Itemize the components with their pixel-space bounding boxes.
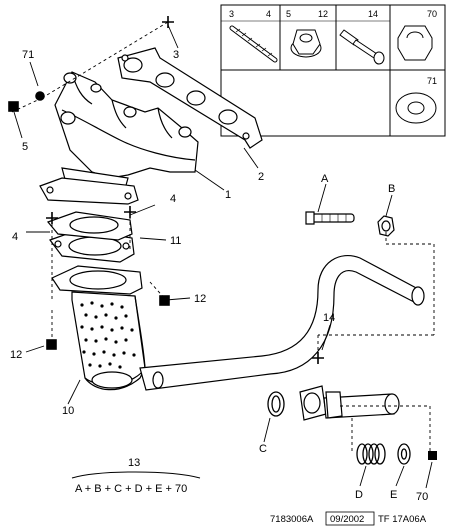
leader-lines <box>13 24 433 489</box>
washer-e <box>397 443 411 465</box>
callout-5: 5 <box>22 141 28 153</box>
bolt-a <box>305 211 355 225</box>
parts-box <box>220 4 446 137</box>
part-12-label: 12 <box>318 9 328 19</box>
footer-date: 09/2002 <box>330 514 364 525</box>
callout-e: E <box>390 489 397 501</box>
spring-d <box>356 443 386 465</box>
catalyst-gasket-plate <box>46 211 133 241</box>
stud-icon <box>229 25 278 63</box>
bolt-icon <box>339 29 385 65</box>
nut-70-marker <box>428 451 437 460</box>
callout-11: 11 <box>170 235 181 247</box>
part-14-label: 14 <box>368 9 378 19</box>
flange-nut-icon <box>290 29 322 58</box>
marker-symbols <box>8 16 324 364</box>
footer-reference: 7183006A <box>270 514 314 525</box>
rear-pipe-connection <box>299 385 400 421</box>
callout-2: 2 <box>258 171 264 183</box>
callout-71: 71 <box>22 49 34 61</box>
callout-10: 10 <box>62 405 74 417</box>
exhaust-downpipe <box>139 254 425 391</box>
exhaust-manifold <box>39 71 199 205</box>
sealing-ring-c <box>267 391 285 417</box>
callout-1: 1 <box>225 189 231 201</box>
callout-4-upper: 4 <box>170 193 176 205</box>
part-5-label: 5 <box>286 9 291 19</box>
callout-3: 3 <box>173 49 179 61</box>
footer-code: TF 17A06A <box>378 514 427 525</box>
catalytic-converter <box>51 265 146 391</box>
footer-date-box <box>325 511 375 526</box>
catalyst-heatshield-holes <box>80 301 136 369</box>
hex-nut-icon <box>397 25 433 61</box>
kit-formula: A + B + C + D + E + 70 <box>75 483 187 495</box>
callout-a: A <box>321 173 329 185</box>
callout-b: B <box>388 183 395 195</box>
kit-number: 13 <box>128 457 140 469</box>
nut-b <box>377 215 395 237</box>
part-70-label: 70 <box>427 9 437 19</box>
callout-c: C <box>259 443 267 455</box>
manifold-gasket <box>117 47 263 149</box>
callout-4-left: 4 <box>12 231 18 243</box>
part-71-label: 71 <box>427 76 437 86</box>
kit-brace <box>71 471 201 479</box>
callout-70: 70 <box>416 491 428 503</box>
part-3-label: 3 <box>229 9 234 19</box>
callout-d: D <box>355 489 363 501</box>
callout-12-right: 12 <box>194 293 206 305</box>
callout-12-left: 12 <box>10 349 22 361</box>
callout-14: 14 <box>323 312 335 324</box>
part-4-label: 4 <box>266 9 271 19</box>
washer-icon <box>395 92 437 124</box>
